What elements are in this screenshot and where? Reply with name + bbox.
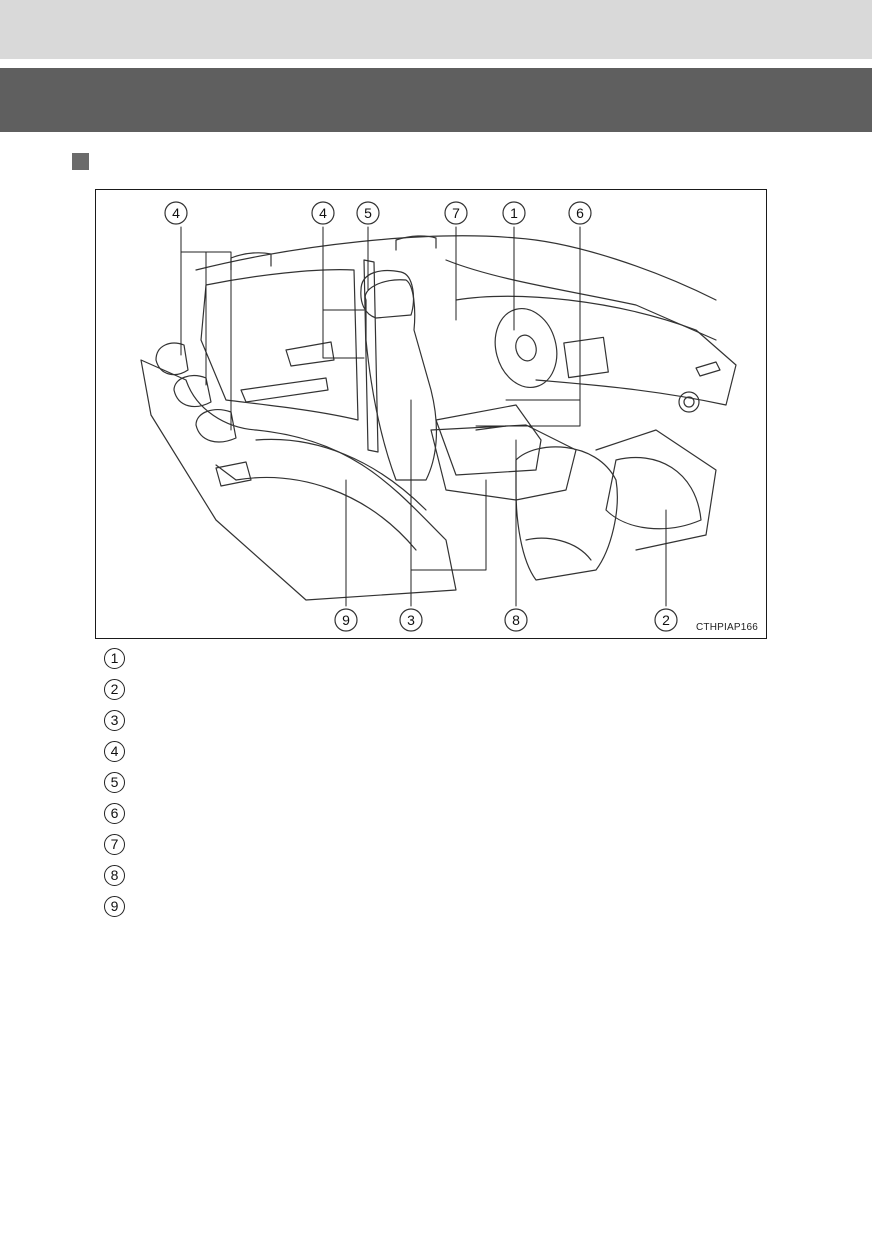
callout-4a: 4 [164, 201, 188, 225]
legend-number: 1 [104, 648, 125, 669]
steering-wheel [494, 307, 558, 389]
front-floor [595, 429, 717, 551]
subsection-marker [72, 153, 89, 170]
legend-number: 4 [104, 741, 125, 762]
legend-number: 3 [104, 710, 125, 731]
callout-label: 4 [319, 205, 327, 221]
interior-illustration: 4 4 5 7 1 6 9 3 8 2 CTHPIAP166 [95, 189, 767, 639]
legend-number: 8 [104, 865, 125, 886]
callout-label: 2 [662, 612, 670, 628]
callout-label: 7 [452, 205, 460, 221]
center-display [563, 336, 609, 379]
callout-9: 9 [334, 608, 358, 632]
callout-label: 1 [510, 205, 518, 221]
legend-number: 6 [104, 803, 125, 824]
dashboard [455, 295, 737, 406]
callout-label: 4 [172, 205, 180, 221]
callout-8: 8 [504, 608, 528, 632]
callout-1: 1 [502, 201, 526, 225]
passenger-seat [515, 446, 618, 581]
top-header-band [0, 0, 872, 59]
rear-door [200, 269, 359, 421]
roof-line [195, 235, 717, 301]
air-vent [678, 391, 700, 413]
b-pillar [363, 259, 379, 453]
front-seat-back [364, 279, 438, 481]
center-console [435, 404, 542, 476]
legend-number: 7 [104, 834, 125, 855]
callout-label: 5 [364, 205, 372, 221]
front-seat-cushion [430, 424, 577, 501]
callout-label: 9 [342, 612, 350, 628]
passenger-floor-mat [605, 456, 702, 530]
legend-number: 5 [104, 772, 125, 793]
section-title-band [0, 68, 872, 132]
rear-bench [140, 359, 457, 601]
windshield [445, 259, 717, 341]
callout-2: 2 [654, 608, 678, 632]
callout-label: 3 [407, 612, 415, 628]
front-headrest [360, 269, 415, 319]
callout-label: 6 [576, 205, 584, 221]
figure-code: CTHPIAP166 [695, 622, 758, 633]
callout-5: 5 [356, 201, 380, 225]
callout-3: 3 [399, 608, 423, 632]
callout-label: 8 [512, 612, 520, 628]
rear-headrest-1 [155, 342, 189, 376]
grab-handle-front [395, 235, 437, 251]
legend-number: 2 [104, 679, 125, 700]
rear-headrest-3 [195, 409, 237, 443]
car-interior-drawing: 4 4 5 7 1 6 9 3 8 2 [140, 201, 737, 632]
legend-number: 9 [104, 896, 125, 917]
leader-lines [180, 226, 667, 607]
rear-headrest-2 [173, 375, 212, 408]
callout-4b: 4 [311, 201, 335, 225]
callout-7: 7 [444, 201, 468, 225]
rear-cupholder [215, 461, 252, 487]
callout-6: 6 [568, 201, 592, 225]
